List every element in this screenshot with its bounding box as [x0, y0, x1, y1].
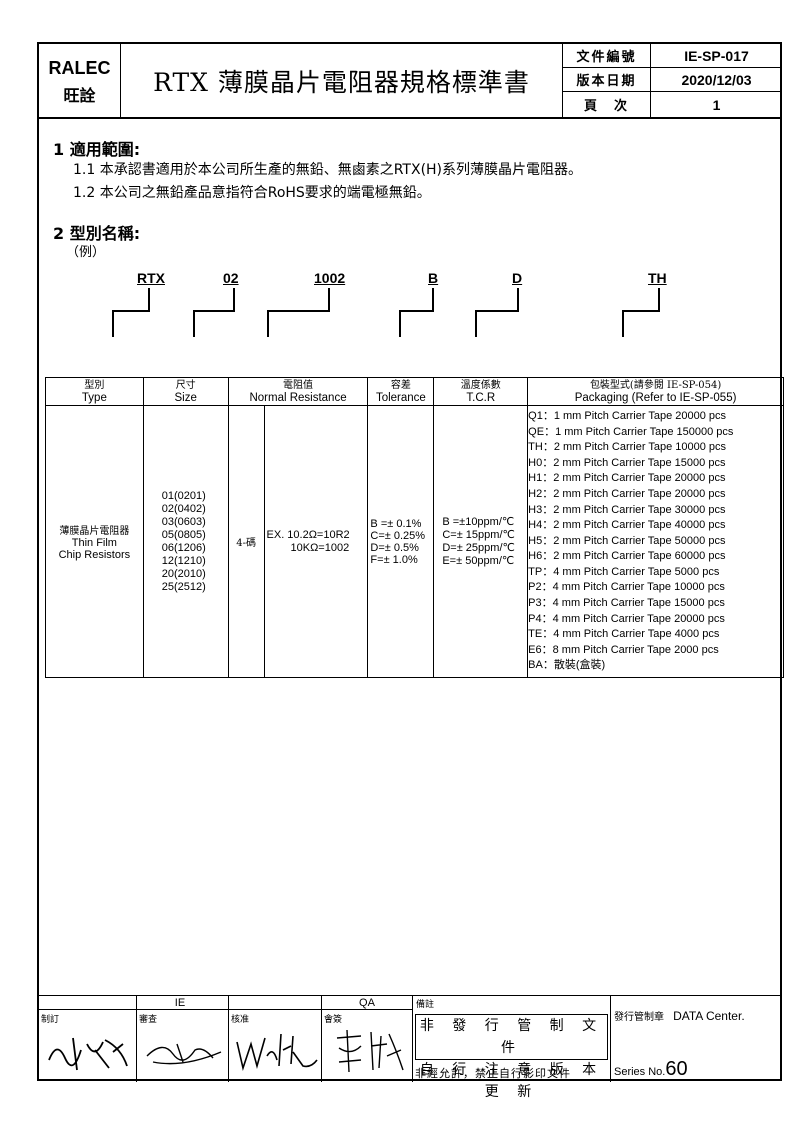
list-item: P4：4 mm Pitch Carrier Tape 20000 pcs [528, 612, 725, 625]
logo-english: RALEC [48, 58, 111, 78]
section-1-line-2: 1.2 本公司之無鉛產品意指符合RoHS要求的端電極無鉛。 [73, 185, 431, 201]
made-by-cell [39, 996, 137, 1082]
code-tolerance: B [428, 270, 439, 286]
approve-label: 核准 [231, 1015, 250, 1025]
document-meta: 文件編號 IE-SP-017 版本日期 2020/12/03 頁 次 1 [563, 44, 782, 117]
meta-row-page: 頁 次 1 [563, 92, 782, 117]
cell-tcr: B =±10ppm/℃ C=± 15ppm/℃ D=± 25ppm/℃ E=± … [433, 405, 529, 678]
notice-box: 非 發 行 管 制 文 件 自 行 注 意 版 本 更 新 [415, 1014, 608, 1100]
code-packaging: TH [648, 270, 667, 286]
signature-approve [236, 1033, 318, 1071]
cell-digits: 4-碼 [227, 405, 265, 678]
list-item: TP：4 mm Pitch Carrier Tape 5000 pcs [528, 565, 720, 578]
list-item: H2：2 mm Pitch Carrier Tape 20000 pcs [528, 487, 726, 500]
approval-footer: IE QA 制訂 審查 核准 會簽 備註 非 發 行 管 制 文 件 自 行 注… [39, 995, 782, 1100]
countersign-cell [322, 996, 413, 1082]
code-type: RTX [137, 270, 165, 286]
meta-row-version-date: 版本日期 2020/12/03 [563, 68, 782, 92]
list-item: Q1：1 mm Pitch Carrier Tape 20000 pcs [528, 409, 727, 422]
approve-cell [229, 996, 322, 1082]
list-item: P2：4 mm Pitch Carrier Tape 10000 pcs [528, 581, 725, 594]
cell-packaging: Q1：1 mm Pitch Carrier Tape 20000 pcs QE：… [527, 405, 784, 678]
code-resistance: 1002 [314, 270, 346, 286]
series-number: Series No.60 [614, 1058, 688, 1080]
meta-row-doc-number: 文件編號 IE-SP-017 [563, 44, 782, 68]
meta-label: 頁 次 [563, 92, 651, 117]
list-item: H4：2 mm Pitch Carrier Tape 40000 pcs [528, 519, 726, 532]
section-1-heading: 1 適用範圍: [53, 140, 141, 159]
header-divider [39, 117, 782, 119]
review-label: 審查 [139, 1015, 158, 1025]
table-row: 薄膜晶片電阻器 Thin Film Chip Resistors 01(0201… [45, 405, 784, 678]
list-item: TH：2 mm Pitch Carrier Tape 10000 pcs [528, 441, 727, 454]
document-frame: RALEC 旺詮 RTX 薄膜晶片電阻器規格標準書 文件編號 IE-SP-017… [37, 42, 784, 1100]
signature-countersign [336, 1029, 404, 1073]
review-cell [137, 996, 229, 1082]
list-item: BA：散裝(盒裝) [528, 659, 606, 672]
remark-label: 備註 [416, 1000, 435, 1010]
cell-sizes: 01(0201) 02(0402) 03(0603) 05(0805) 06(1… [142, 405, 229, 678]
header-packaging: 包裝型式(請參閱 IE-SP-054)Packaging (Refer to I… [527, 377, 784, 406]
company-logo: RALEC 旺詮 [39, 44, 121, 117]
signature-review [146, 1043, 222, 1065]
issue-control-stamp: 發行管制章 DATA Center. [614, 1009, 745, 1023]
cell-resistance: EX. 10.2Ω=10R2 10KΩ=1002 [263, 405, 369, 678]
meta-label: 文件編號 [563, 44, 651, 67]
cell-type: 薄膜晶片電阻器 Thin Film Chip Resistors [45, 405, 144, 678]
list-item: QE：1 mm Pitch Carrier Tape 150000 pcs [528, 425, 734, 438]
list-item: H5：2 mm Pitch Carrier Tape 50000 pcs [528, 534, 726, 547]
code-connector-lines [112, 288, 660, 337]
code-size: 02 [223, 270, 239, 286]
signature-made [48, 1037, 128, 1071]
code-tcr: D [512, 270, 523, 286]
meta-value: 2020/12/03 [681, 71, 752, 88]
remark-cell [413, 996, 611, 1082]
meta-value: 1 [712, 96, 721, 113]
document-title: RTX 薄膜晶片電阻器規格標準書 [121, 44, 563, 117]
cell-tolerance: B =± 0.1% C=± 0.25% D=± 0.5% F=± 1.0% [367, 405, 435, 678]
countersign-label: 會簽 [324, 1015, 343, 1025]
copy-prohibited-note: 非經允許，禁止自行影印文件 [415, 1067, 571, 1080]
list-item: H3：2 mm Pitch Carrier Tape 30000 pcs [528, 503, 726, 516]
list-item: H1：2 mm Pitch Carrier Tape 20000 pcs [528, 472, 726, 485]
list-item: TE：4 mm Pitch Carrier Tape 4000 pcs [528, 628, 720, 641]
list-item: H0：2 mm Pitch Carrier Tape 15000 pcs [528, 456, 726, 469]
example-label: （例） [66, 245, 106, 260]
logo-chinese: 旺詮 [63, 86, 96, 105]
made-label: 制訂 [41, 1015, 60, 1025]
section-1-line-1: 1.1 本承認書適用於本公司所生產的無鉛、無鹵素之RTX(H)系列薄膜晶片電阻器… [73, 162, 583, 178]
list-item: E6：8 mm Pitch Carrier Tape 2000 pcs [528, 643, 719, 656]
meta-value: IE-SP-017 [684, 47, 749, 64]
section-2-heading: 2 型別名稱: [53, 224, 141, 243]
list-item: P3：4 mm Pitch Carrier Tape 15000 pcs [528, 597, 725, 610]
meta-label: 版本日期 [563, 68, 651, 91]
list-item: H6：2 mm Pitch Carrier Tape 60000 pcs [528, 550, 726, 563]
